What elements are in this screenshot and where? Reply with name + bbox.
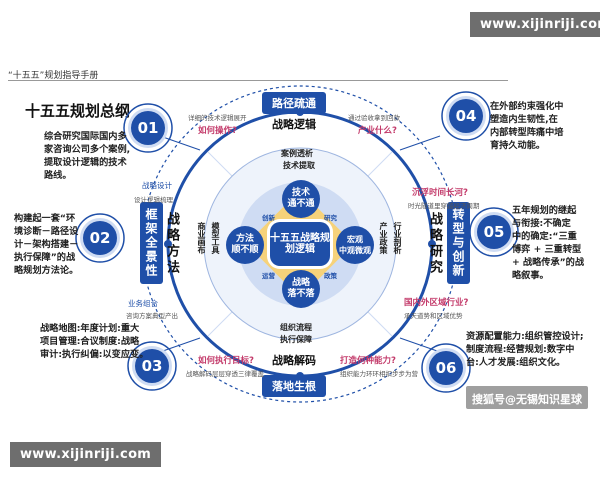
badge-06: 06 [429, 351, 463, 385]
watermark-top: www.xijinriji.com [470, 12, 600, 37]
note-l2: 咨询方案典型产出 [126, 312, 178, 320]
watermark-bottom: www.xijinriji.com [10, 442, 162, 467]
section-01-text: 综合研究国际国内多 家咨询公司多个案例, 提取设计逻辑的技术 路线。 [44, 131, 131, 181]
label-exec-guarantee: 执行保障 [280, 335, 312, 344]
pill-bottom: 落地生根 [262, 375, 326, 397]
arrow-01 [159, 135, 201, 151]
ring-01 [123, 103, 173, 153]
ring-03 [127, 341, 177, 391]
note-b1: 战略解码层层穿透三律覆盖 [186, 370, 264, 378]
ring-05 [469, 207, 519, 257]
ring-dot-right [428, 240, 436, 248]
label-org-flow: 组织流程 [280, 323, 312, 332]
ring-04 [441, 91, 491, 141]
question-rt: 沉浮时间长河? [412, 188, 468, 198]
petal-label-bl: 运营 [262, 272, 275, 280]
footer-credit: 搜狐号@无锡知识星球 [472, 393, 582, 406]
note-r1: 时光隧道里穿越经济周期 [408, 202, 480, 210]
ring-02 [75, 213, 125, 263]
badge-04: 04 [449, 99, 483, 133]
question-br: 打造何种能力? [340, 356, 396, 366]
note-tl: 详细的技术逻辑展开 [188, 114, 247, 122]
tag-left: 框架全景性 [140, 202, 163, 284]
note-l1-head: 战略设计 [142, 181, 172, 190]
badge-03: 03 [135, 349, 169, 383]
section-06-text: 资源配置能力:组织管控设计; 制度流程:经营规划:数字中 台:人才发展:组织文化… [466, 331, 584, 368]
pill-top: 路径疏通 [262, 92, 326, 114]
question-tr: 产业什么? [358, 126, 397, 136]
axis-title-top: 战略逻辑 [272, 118, 316, 131]
section-05-text: 五年规划的继起 与衔接:不确定 中的确定:“三重 博弈 + 三重转型 + 战略传… [512, 205, 585, 281]
ring-dot-left [164, 240, 172, 248]
axis-title-right: 战略研究 [427, 212, 442, 276]
label-case: 案例透析 [281, 149, 313, 158]
question-bl: 如何执行目标? [198, 356, 254, 366]
petal-label-tl: 创新 [262, 214, 275, 222]
note-l1: 设计逻辑梳理 [134, 196, 173, 204]
arrow-03 [159, 337, 201, 353]
arrow-06 [399, 337, 441, 353]
petal-label-br: 政策 [324, 272, 337, 280]
center-title: 十五五战略规划逻辑 [270, 222, 330, 266]
axis-title-bottom: 战略解码 [272, 354, 316, 367]
node-macro: 宏观 中观微观 [336, 226, 374, 264]
axis-title-left: 战略方法 [164, 212, 179, 276]
label-tech-extract: 技术提取 [283, 161, 315, 170]
petal-label-tr: 研究 [324, 214, 337, 222]
label-biz-canvas: 商业画布 [197, 222, 206, 254]
note-b2: 组织能力环环相扣步步为营 [340, 370, 418, 378]
badge-02: 02 [83, 221, 117, 255]
tag-right: 转型与创新 [447, 202, 470, 284]
note-l2-head: 业务组合 [128, 299, 158, 308]
ring-06 [421, 343, 471, 393]
question-tl: 如何操作? [198, 126, 237, 136]
header-divider [8, 80, 508, 81]
document-title: “十五五”规划指导手册 [8, 71, 99, 81]
label-policy: 产业政策 [379, 222, 388, 254]
label-industry: 行业剖析 [393, 222, 402, 254]
node-tech: 技术 通不通 [282, 180, 320, 218]
node-landing: 战略 落不落 [282, 270, 320, 308]
footer-credit-box: 搜狐号@无锡知识星球 [466, 386, 588, 409]
note-r2: 承天道势和区域优势 [404, 312, 463, 320]
section-02-text: 构建起一套“环 境诊断－路径设 计－架构搭建－ 执行保障”的战 略规划方法论。 [14, 213, 79, 276]
arrow-04 [399, 135, 441, 151]
badge-01: 01 [131, 111, 165, 145]
badge-05: 05 [477, 215, 511, 249]
section-03-text: 战略地图:年度计划:重大 项目管理:合议制度:战略 审计:执行纠偏:以变应变。 [40, 323, 149, 360]
note-tr: 通过验收拿到回款 [348, 114, 400, 122]
section-04-text: 在外部约束强化中 塑造内生韧性,在 内部转型阵痛中培 育持久动能。 [490, 101, 564, 151]
page-title: 十五五规划总纲 [25, 102, 131, 120]
node-method: 方法 顺不顺 [226, 226, 264, 264]
question-rb: 国内外区域行业? [404, 298, 469, 308]
label-model-tools: 模型工具 [211, 222, 220, 254]
